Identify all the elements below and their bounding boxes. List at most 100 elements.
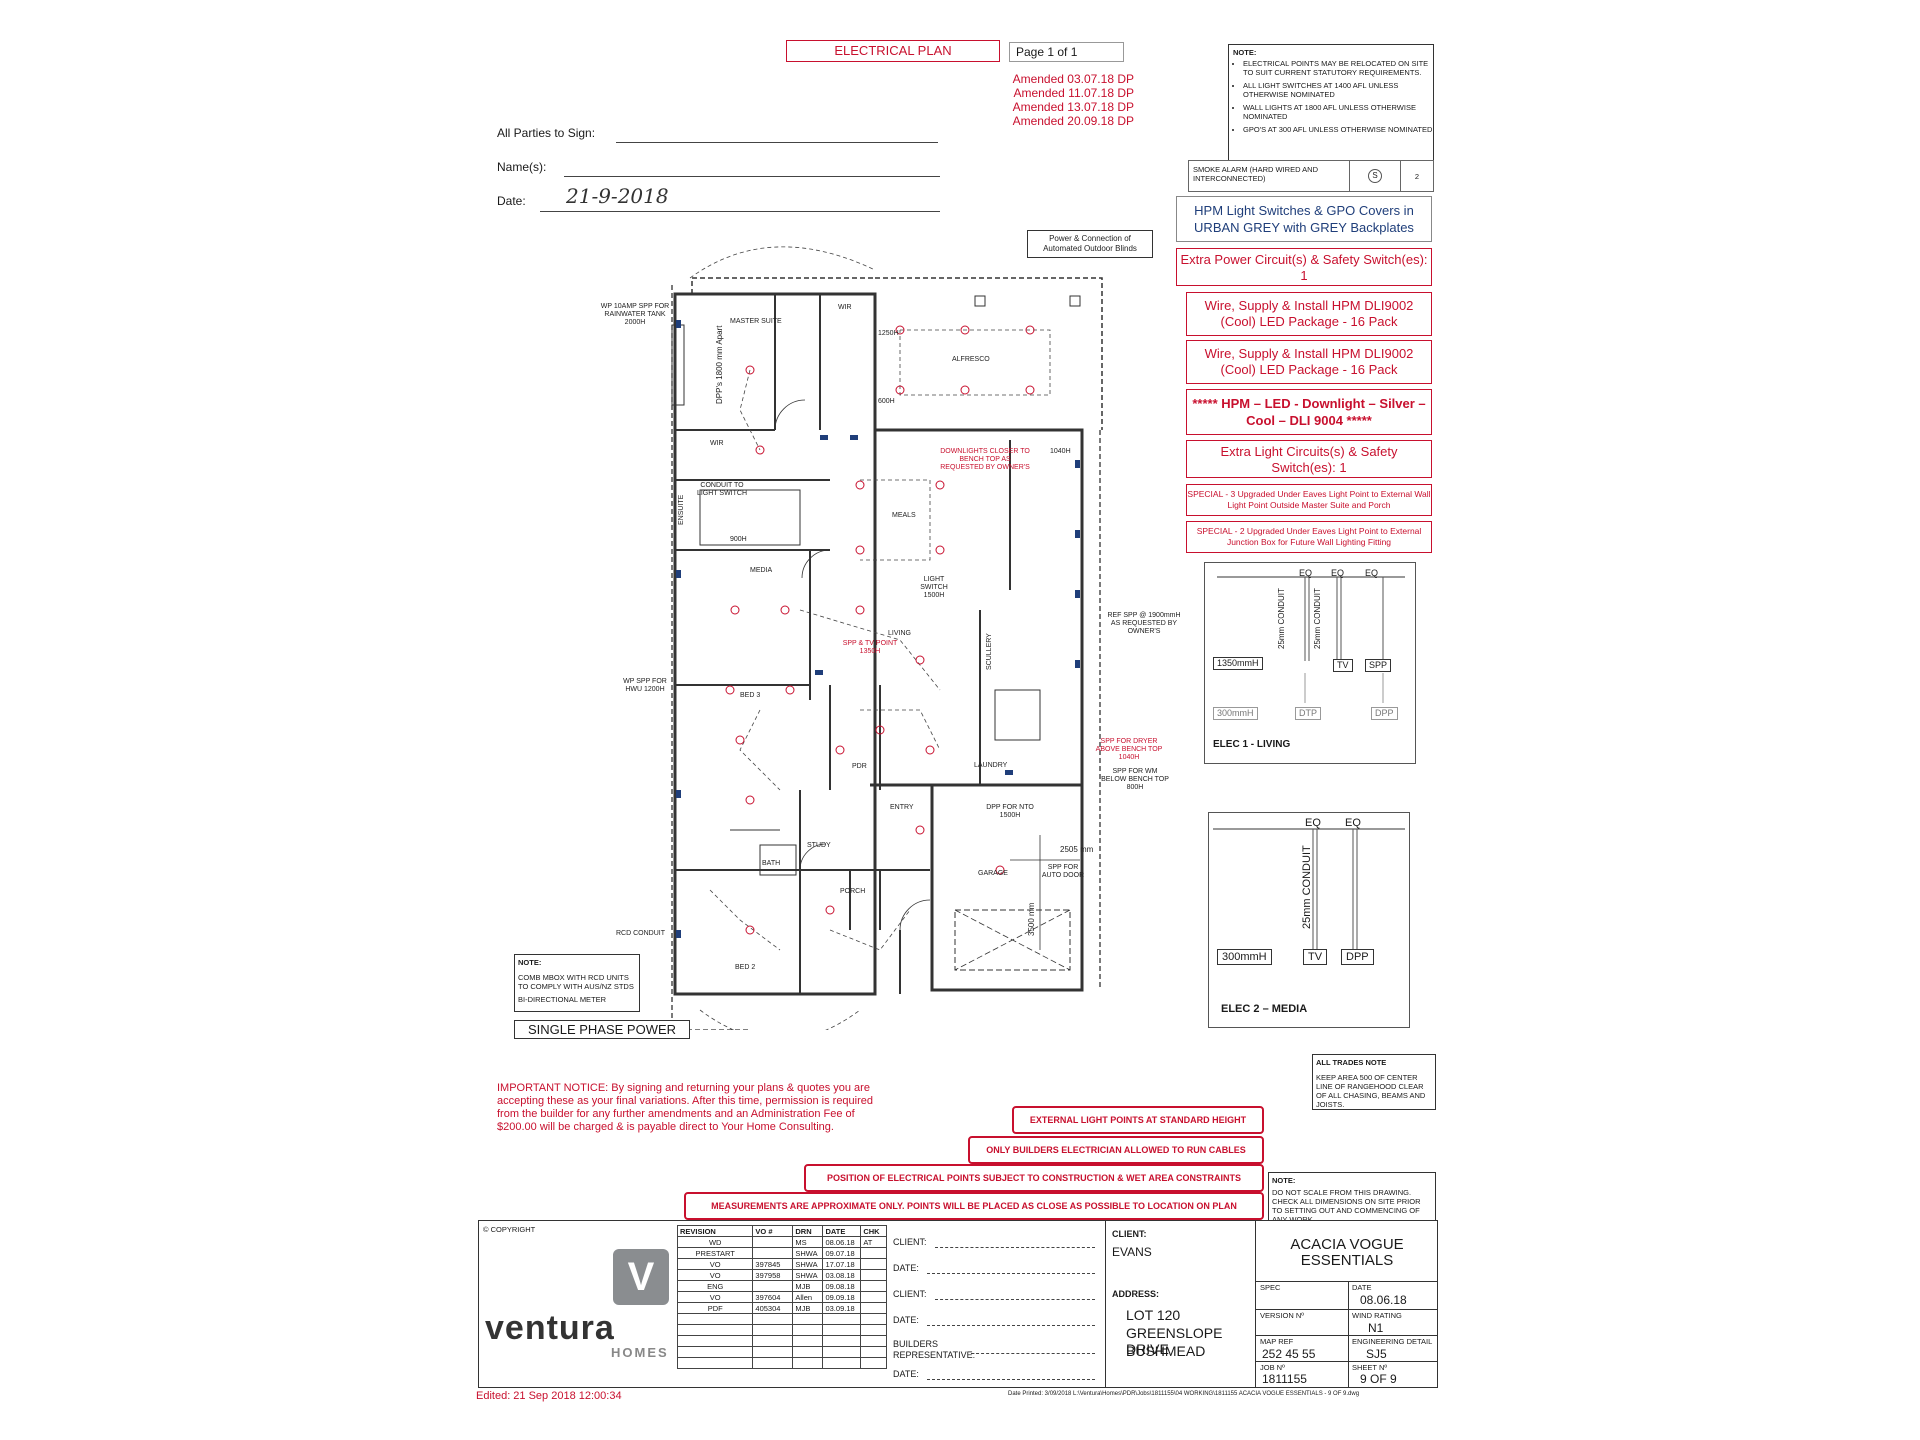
design-info-panel: ACACIA VOGUE ESSENTIALS SPEC DATE 08.06.… — [1255, 1221, 1438, 1387]
single-phase-power: SINGLE PHASE POWER — [514, 1020, 690, 1039]
revision-table: REVISION VO # DRN DATE CHK WD MS 08.06.1… — [676, 1225, 887, 1369]
rev-cell: 397604 — [752, 1291, 794, 1303]
revision-row — [676, 1346, 887, 1358]
rev-cell: PDF — [676, 1302, 754, 1314]
wind-value: N1 — [1368, 1321, 1384, 1335]
wind-label: WIND RATING — [1352, 1311, 1402, 1320]
room-bath: BATH — [762, 860, 781, 867]
warning-position-constraints: POSITION OF ELECTRICAL POINTS SUBJECT TO… — [804, 1164, 1264, 1192]
logo-wordmark: ventura — [485, 1309, 615, 1347]
important-notice: IMPORTANT NOTICE: By signing and returni… — [497, 1082, 874, 1133]
client-date-line-1[interactable] — [927, 1273, 1095, 1274]
date-field-label: DATE — [1352, 1283, 1372, 1292]
sign-names-line[interactable] — [564, 176, 940, 177]
builders-rep-line[interactable] — [971, 1353, 1095, 1354]
room-entry: ENTRY — [890, 804, 914, 811]
smoke-alarm-label: SMOKE ALARM (HARD WIRED AND INTERCONNECT… — [1189, 161, 1350, 191]
elec2-conduit: 25mm CONDUIT — [1301, 845, 1313, 929]
rev-cell: 09.08.18 — [822, 1280, 862, 1292]
dryer-spp-label: SPP FOR DRYER ABOVE BENCH TOP 1040H — [1095, 738, 1163, 761]
client-address-panel: CLIENT: EVANS ADDRESS: LOT 120 GREENSLOP… — [1105, 1221, 1256, 1387]
eng-value: SJ5 — [1366, 1347, 1387, 1361]
smoke-alarm-row: SMOKE ALARM (HARD WIRED AND INTERCONNECT… — [1188, 160, 1434, 192]
conduit-switch-label: CONDUIT TO LIGHT SWITCH — [696, 482, 748, 497]
rev-cell: MJB — [792, 1302, 824, 1314]
ventura-v-icon: V — [627, 1255, 655, 1299]
elec2-eq-2: EQ — [1345, 817, 1361, 829]
address-label: ADDRESS: — [1112, 1289, 1160, 1299]
statutory-note-item: WALL LIGHTS AT 1800 AFL UNLESS OTHERWISE… — [1243, 103, 1433, 121]
elec2-drawing — [1213, 828, 1405, 951]
address-line-2: GREENSLOPE DRIVE — [1126, 1325, 1223, 1357]
spp-tv-label: SPP & TV POINT 1350H — [842, 640, 898, 655]
rev-cell — [860, 1280, 887, 1292]
rev-cell — [860, 1302, 887, 1314]
room-bed2: BED 2 — [735, 964, 756, 971]
warning-builders-electrician: ONLY BUILDERS ELECTRICIAN ALLOWED TO RUN… — [968, 1136, 1264, 1164]
elec2-tv: TV — [1303, 949, 1328, 965]
client-sign-line-1[interactable] — [935, 1247, 1095, 1248]
height-1040: 1040H — [1050, 448, 1071, 455]
elec1-dtp: DTP — [1295, 707, 1321, 720]
sign-date-line[interactable] — [540, 211, 940, 212]
height-600: 600H — [878, 398, 895, 405]
map-label: MAP REF — [1260, 1337, 1294, 1346]
revision-row: VO 397958 SHWA 03.08.18 — [676, 1269, 887, 1281]
revision-row — [676, 1324, 887, 1336]
trades-note-box: ALL TRADES NOTE KEEP AREA 500 OF CENTER … — [1312, 1054, 1436, 1110]
rev-header: DATE — [822, 1225, 862, 1237]
rev-header: DRN — [792, 1225, 824, 1237]
design-name: ACACIA VOGUE ESSENTIALS — [1290, 1236, 1404, 1269]
rev-header: REVISION — [676, 1225, 754, 1237]
rev-cell: 397958 — [752, 1269, 794, 1281]
room-porch: PORCH — [840, 888, 866, 895]
sign-parties-line[interactable] — [616, 142, 938, 143]
rev-cell — [752, 1236, 794, 1248]
rev-cell — [860, 1247, 887, 1259]
rev-cell — [752, 1247, 794, 1259]
client-sign-label: CLIENT: — [893, 1237, 927, 1247]
room-pdr: PDR — [852, 763, 867, 770]
rev-header: VO # — [752, 1225, 794, 1237]
blinds-callout: Power & Connection of Automated Outdoor … — [1027, 230, 1153, 258]
room-study: STUDY — [807, 842, 831, 849]
dim-2505: 2505 mm — [1060, 845, 1094, 854]
statutory-note-heading: NOTE: — [1233, 48, 1257, 57]
client-sign-label-2: CLIENT: — [893, 1289, 927, 1299]
eng-label: ENGINEERING DETAIL — [1352, 1337, 1433, 1346]
revision-row: ENG MJB 09.08.18 — [676, 1280, 887, 1292]
spec-downlight: ***** HPM – LED - Downlight – Silver – C… — [1186, 389, 1432, 435]
client-sign-line-2[interactable] — [935, 1299, 1095, 1300]
revision-row: WD MS 08.06.18 AT — [676, 1236, 887, 1248]
elec1-dpp: DPP — [1371, 707, 1398, 720]
amendment-list: Amended 03.07.18 DP Amended 11.07.18 DP … — [992, 72, 1134, 128]
sign-parties-label: All Parties to Sign: — [497, 126, 596, 140]
revision-row: PRESTART SHWA 09.07.18 — [676, 1247, 887, 1259]
spec-extra-light: Extra Light Circuits(s) & Safety Switch(… — [1186, 440, 1432, 478]
rev-cell — [752, 1280, 794, 1292]
scale-note-box: NOTE: DO NOT SCALE FROM THIS DRAWING. CH… — [1268, 1172, 1436, 1224]
rev-cell: 08.06.18 — [822, 1236, 862, 1248]
elec1-height-1350: 1350mmH — [1213, 657, 1263, 670]
elec1-eq-1: EQ — [1299, 568, 1313, 578]
job-value: 1811155 — [1262, 1372, 1307, 1386]
revision-row: VO 397845 SHWA 17.07.18 — [676, 1258, 887, 1270]
dpp-nto-label: DPP FOR NTO 1500H — [986, 804, 1034, 819]
room-ensuite: ENSUITE — [678, 494, 685, 525]
downlights-note: DOWNLIGHTS CLOSER TO BENCH TOP AS REQUES… — [940, 448, 1030, 471]
rev-cell — [860, 1269, 887, 1281]
rev-cell: 03.09.18 — [822, 1302, 862, 1314]
floor-plan-drawing — [671, 246, 1103, 1030]
rev-cell: 405304 — [752, 1302, 794, 1314]
builders-date-line[interactable] — [927, 1379, 1095, 1380]
elec1-tv: TV — [1333, 659, 1353, 672]
footer-path: Date Printed: 3/09/2018 L:\Ventura\Homes… — [1008, 1391, 1360, 1397]
client-date-line-2[interactable] — [927, 1325, 1095, 1326]
spec-label: SPEC — [1260, 1283, 1281, 1292]
elec1-title: ELEC 1 - LIVING — [1213, 739, 1291, 750]
spec-extra-power: Extra Power Circuit(s) & Safety Switch(e… — [1176, 248, 1432, 286]
elec1-height-300: 300mmH — [1213, 707, 1258, 720]
sign-date-label: Date: — [497, 194, 526, 208]
meter-note-box: NOTE: COMB MBOX WITH RCD UNITS TO COMPLY… — [514, 954, 640, 1012]
amendment-1: Amended 03.07.18 DP — [1012, 72, 1134, 86]
